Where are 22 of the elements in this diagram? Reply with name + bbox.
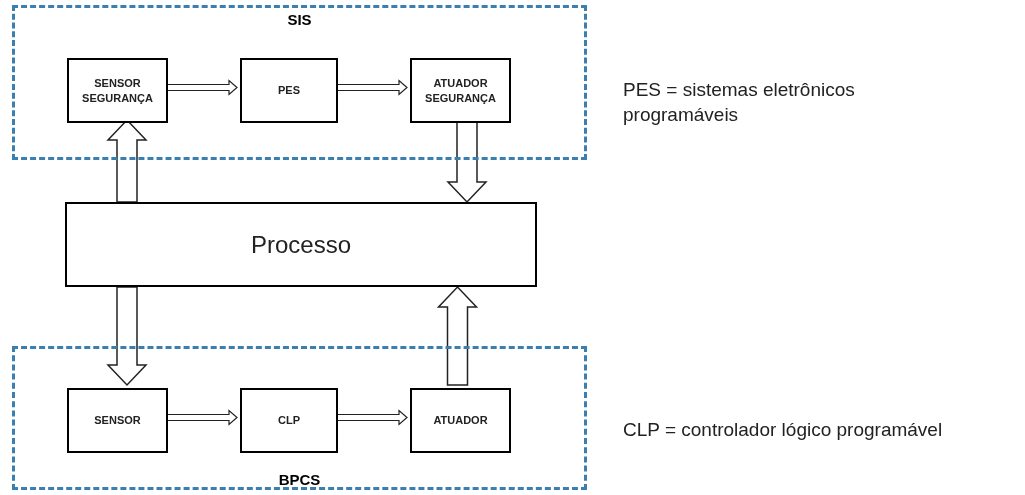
group-title: BPCS <box>278 472 321 487</box>
block-box <box>67 58 168 123</box>
block-label: ATUADOR <box>433 413 488 428</box>
group-title: SIS <box>287 12 312 27</box>
block-label: ATUADOR SEGURANÇA <box>424 75 497 106</box>
block-box <box>410 58 511 123</box>
block-box <box>67 388 168 453</box>
note-text: CLP = controlador lógico programável <box>623 418 944 442</box>
block-box <box>240 388 338 453</box>
dashed-group-frame <box>12 5 587 160</box>
block-box <box>410 388 511 453</box>
process-box <box>65 202 537 287</box>
note-text: PES = sistemas eletrônicos programáveis <box>623 78 856 127</box>
block-box <box>240 58 338 123</box>
block-label: PES <box>278 83 300 98</box>
block-label: SENSOR SEGURANÇA <box>81 75 154 106</box>
hollow-arrow <box>106 286 148 387</box>
dashed-group-frame <box>12 346 587 490</box>
block-label: SENSOR <box>94 413 141 428</box>
process-label: Processo <box>250 229 351 260</box>
block-label: CLP <box>278 413 300 428</box>
hollow-arrow <box>436 285 479 386</box>
